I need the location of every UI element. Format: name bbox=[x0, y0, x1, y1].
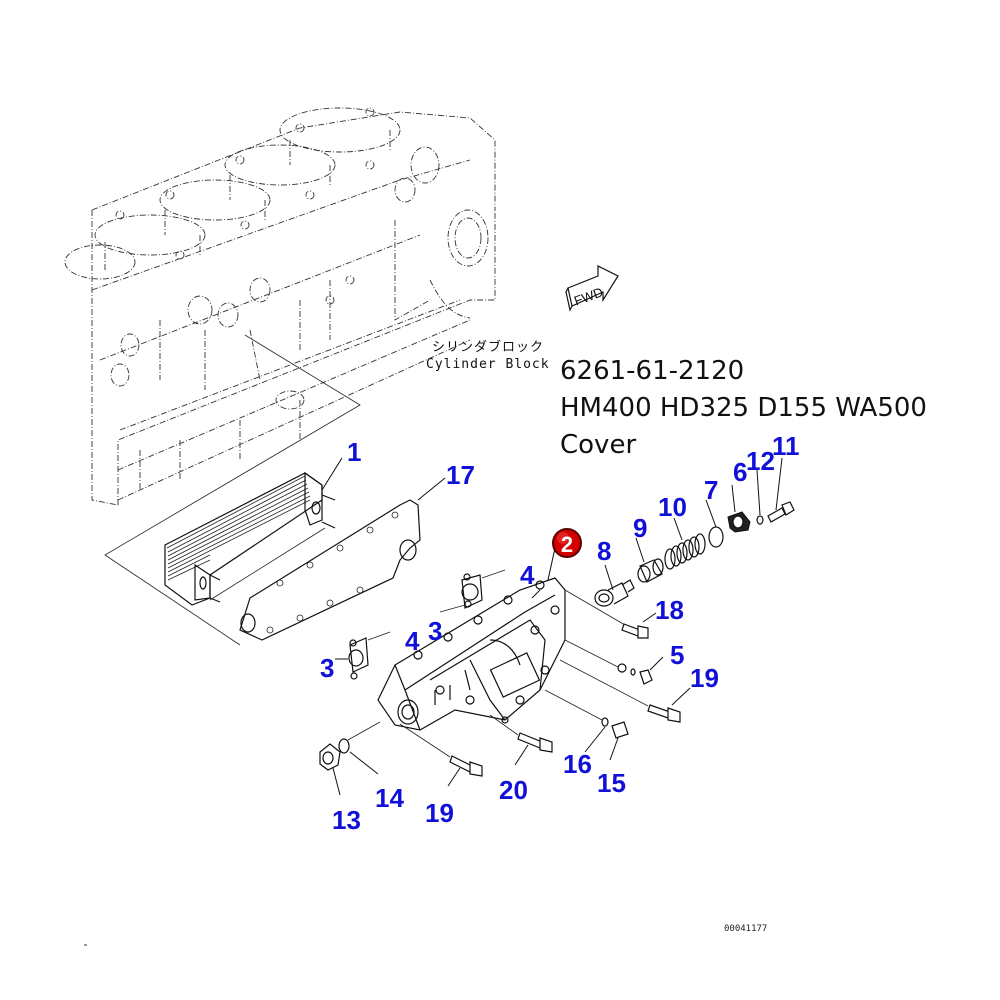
callout-18[interactable]: 18 bbox=[655, 595, 684, 625]
axis-line-14 bbox=[347, 721, 381, 741]
callout-11[interactable]: 11 bbox=[772, 431, 800, 461]
oil-cooler-drawing bbox=[164, 471, 336, 606]
o-ring-gasket-3-lower bbox=[335, 631, 391, 680]
callout-14[interactable]: 14 bbox=[375, 783, 404, 813]
leader-8 bbox=[604, 564, 614, 591]
sleeve-9-drawing bbox=[637, 558, 664, 583]
block-label-japanese: シリンダブロック bbox=[432, 339, 544, 355]
callout-3-lower[interactable]: 3 bbox=[320, 653, 334, 683]
callout-2-highlighted[interactable]: 2 bbox=[552, 528, 582, 558]
leader-16 bbox=[584, 726, 606, 753]
callout-9[interactable]: 9 bbox=[633, 513, 647, 543]
leader-5 bbox=[649, 656, 664, 671]
leader-20 bbox=[514, 744, 529, 766]
plug-13-drawing bbox=[319, 743, 341, 771]
callout-16[interactable]: 16 bbox=[563, 749, 592, 779]
bolt-19-lower-drawing bbox=[449, 755, 483, 777]
callout-13[interactable]: 13 bbox=[332, 805, 361, 835]
cover-drawing bbox=[377, 577, 566, 731]
corner-mark bbox=[84, 944, 87, 946]
axis-line-19-right bbox=[559, 659, 649, 707]
callout-19-lower[interactable]: 19 bbox=[425, 798, 454, 828]
leader-10 bbox=[673, 517, 683, 541]
fwd-label: FWD bbox=[572, 284, 605, 308]
callout-4-lower[interactable]: 4 bbox=[405, 626, 420, 656]
callout-5[interactable]: 5 bbox=[670, 640, 684, 670]
callout-17[interactable]: 17 bbox=[446, 460, 475, 490]
compatible-models: HM400 HD325 D155 WA500 bbox=[560, 393, 927, 423]
leader-7 bbox=[705, 499, 717, 528]
leader-14 bbox=[349, 751, 379, 775]
leader-18 bbox=[642, 612, 657, 623]
axis-line-19-lower bbox=[399, 723, 451, 758]
leader-15 bbox=[609, 737, 619, 761]
callout-8[interactable]: 8 bbox=[597, 536, 611, 566]
leader-1 bbox=[321, 457, 343, 491]
callout-2[interactable]: 2 bbox=[561, 532, 573, 557]
callout-19-right[interactable]: 19 bbox=[690, 663, 719, 693]
axis-line-16 bbox=[544, 689, 603, 721]
leader-2 bbox=[547, 547, 556, 581]
callout-6[interactable]: 6 bbox=[733, 457, 747, 487]
assembly-reference-line bbox=[104, 334, 361, 646]
bolt-20-drawing bbox=[517, 732, 553, 753]
washer-12-drawing bbox=[756, 515, 764, 525]
part-number: 6261-61-2120 bbox=[560, 356, 745, 386]
bolt-11-drawing bbox=[767, 501, 795, 523]
drawing-number: 00041177 bbox=[724, 924, 768, 934]
leader-6 bbox=[731, 484, 736, 513]
o-ring-14-drawing bbox=[338, 738, 350, 754]
gasket-drawing bbox=[239, 499, 421, 641]
leader-9 bbox=[635, 537, 645, 563]
leader-19-lower bbox=[447, 767, 461, 787]
callout-20[interactable]: 20 bbox=[499, 775, 528, 805]
plug-15-drawing bbox=[611, 721, 629, 739]
axis-line-20 bbox=[489, 714, 519, 736]
callout-1[interactable]: 1 bbox=[347, 437, 361, 467]
callout-7[interactable]: 7 bbox=[704, 475, 718, 505]
cylinder-block-drawing bbox=[64, 107, 496, 506]
axis-line-5 bbox=[564, 639, 619, 668]
leader-11 bbox=[775, 457, 783, 511]
block-label-english: Cylinder Block bbox=[426, 357, 550, 372]
valve-8-drawing bbox=[594, 579, 635, 607]
callout-4-upper[interactable]: 4 bbox=[520, 560, 535, 590]
callout-12[interactable]: 12 bbox=[746, 446, 775, 476]
callout-3-upper[interactable]: 3 bbox=[428, 616, 442, 646]
bolt-19-right-drawing bbox=[647, 704, 681, 723]
bolt-18-drawing bbox=[621, 623, 649, 639]
cap-6-drawing bbox=[727, 511, 751, 533]
leader-13 bbox=[332, 767, 341, 796]
fwd-arrow-icon: FWD bbox=[565, 265, 619, 312]
spring-10-drawing bbox=[664, 533, 706, 570]
leader-12 bbox=[756, 469, 761, 516]
leader-19-right bbox=[671, 687, 691, 706]
callout-10[interactable]: 10 bbox=[658, 492, 687, 522]
nut-5-drawing bbox=[617, 663, 653, 685]
callout-15[interactable]: 15 bbox=[597, 768, 626, 798]
part-name: Cover bbox=[560, 430, 637, 460]
axis-line-18 bbox=[564, 589, 626, 626]
washer-16-drawing bbox=[601, 717, 609, 727]
o-ring-7-drawing bbox=[708, 526, 724, 548]
leader-17 bbox=[417, 477, 446, 501]
leader-4-upper bbox=[531, 589, 541, 599]
o-ring-gasket-3-upper bbox=[439, 569, 506, 613]
